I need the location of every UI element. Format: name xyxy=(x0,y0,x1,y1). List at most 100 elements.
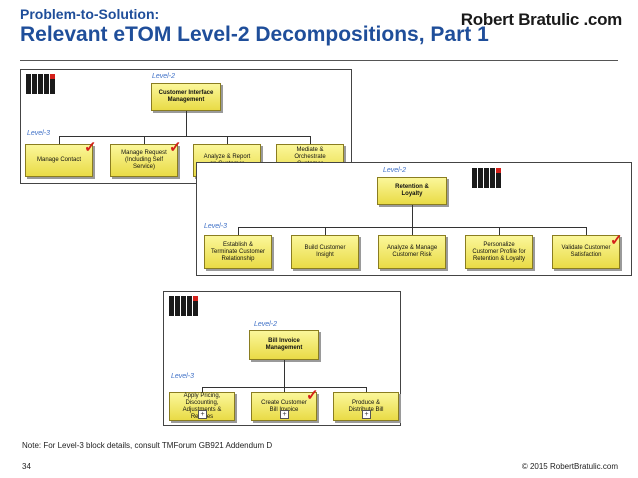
level-3-box: Create Customer Bill Invoice xyxy=(251,392,317,421)
etom-grid-icon xyxy=(26,74,58,96)
grid-cell xyxy=(175,311,180,316)
grid-cell xyxy=(496,183,501,188)
grid-cell xyxy=(26,74,31,79)
grid-cell xyxy=(32,84,37,89)
grid-cell xyxy=(484,178,489,183)
level-3-box: Manage Contact xyxy=(25,144,93,177)
grid-cell xyxy=(44,89,49,94)
level-3-box: Analyze & Manage Customer Risk xyxy=(378,235,446,269)
grid-cell xyxy=(44,84,49,89)
grid-cell xyxy=(490,168,495,173)
grid-cell xyxy=(26,89,31,94)
page-number: 34 xyxy=(22,462,31,471)
etom-grid-icon xyxy=(472,168,504,190)
level-2-box: Customer Interface Management xyxy=(151,83,221,111)
grid-cell xyxy=(193,306,198,311)
connector-line xyxy=(59,136,310,137)
grid-cell xyxy=(169,306,174,311)
level-3-box: Manage Request (Including Self Service) xyxy=(110,144,178,177)
level-2-box: Retention & Loyalty xyxy=(377,177,447,205)
expand-plus-icon[interactable]: + xyxy=(362,410,371,419)
checkmark-icon: ✓ xyxy=(610,232,623,249)
grid-cell xyxy=(193,301,198,306)
connector-line xyxy=(586,227,587,235)
grid-cell xyxy=(181,306,186,311)
grid-cell xyxy=(32,89,37,94)
grid-cell xyxy=(181,296,186,301)
grid-cell xyxy=(478,168,483,173)
level-2-label: Level-2 xyxy=(254,321,277,328)
connector-line xyxy=(144,136,145,144)
grid-cell xyxy=(38,79,43,84)
connector-line xyxy=(499,227,500,235)
diagram-panel-retention-loyalty: Level-2 Retention & Loyalty Level-3 Esta… xyxy=(196,162,632,276)
slide-subtitle: Problem-to-Solution: xyxy=(20,6,160,22)
level-2-label: Level-2 xyxy=(152,73,175,80)
grid-cell xyxy=(187,306,192,311)
grid-cell xyxy=(50,89,55,94)
grid-cell xyxy=(484,173,489,178)
checkmark-icon: ✓ xyxy=(84,139,97,156)
level-3-box: Produce & Distribute Bill xyxy=(333,392,399,421)
checkmark-icon: ✓ xyxy=(306,387,319,404)
grid-cell xyxy=(490,183,495,188)
grid-cell xyxy=(50,84,55,89)
grid-cell xyxy=(26,79,31,84)
level-3-box: Validate Customer Satisfaction xyxy=(552,235,620,269)
footer-note: Note: For Level-3 block details, consult… xyxy=(22,441,273,450)
grid-cell xyxy=(472,173,477,178)
grid-cell xyxy=(181,301,186,306)
expand-plus-icon[interactable]: + xyxy=(280,410,289,419)
connector-line xyxy=(325,227,326,235)
checkmark-icon: ✓ xyxy=(169,139,182,156)
grid-cell xyxy=(484,168,489,173)
grid-cell xyxy=(490,173,495,178)
level-2-box: Bill Invoice Management xyxy=(249,330,319,360)
grid-cell xyxy=(490,178,495,183)
grid-cell xyxy=(193,311,198,316)
level-3-label: Level-3 xyxy=(27,130,50,137)
grid-cell xyxy=(187,301,192,306)
header-divider xyxy=(20,60,618,61)
connector-line xyxy=(227,136,228,144)
grid-cell xyxy=(193,296,198,301)
grid-cell xyxy=(44,74,49,79)
grid-cell xyxy=(169,301,174,306)
grid-cell xyxy=(181,311,186,316)
grid-cell xyxy=(478,183,483,188)
grid-cell xyxy=(169,311,174,316)
grid-cell xyxy=(496,173,501,178)
grid-cell xyxy=(32,74,37,79)
grid-cell xyxy=(472,168,477,173)
level-3-box: Build Customer Insight xyxy=(291,235,359,269)
grid-cell xyxy=(169,296,174,301)
connector-line xyxy=(366,387,367,392)
diagram-panel-bill-invoice: Level-2 Bill Invoice Management Level-3 … xyxy=(163,291,401,426)
grid-cell xyxy=(496,178,501,183)
grid-cell xyxy=(175,306,180,311)
etom-grid-icon xyxy=(169,296,201,318)
grid-cell xyxy=(50,74,55,79)
grid-cell xyxy=(187,311,192,316)
connector-line xyxy=(310,136,311,144)
grid-cell xyxy=(472,178,477,183)
connector-line xyxy=(412,205,413,227)
level-3-box: Personalize Customer Profile for Retenti… xyxy=(465,235,533,269)
expand-plus-icon[interactable]: + xyxy=(198,410,207,419)
grid-cell xyxy=(472,183,477,188)
connector-line xyxy=(59,136,60,144)
grid-cell xyxy=(50,79,55,84)
brand-logo: Robert Bratulic .com xyxy=(460,10,623,29)
grid-cell xyxy=(484,183,489,188)
level-2-label: Level-2 xyxy=(383,167,406,174)
grid-cell xyxy=(32,79,37,84)
grid-cell xyxy=(38,74,43,79)
level-3-box: Establish & Terminate Customer Relations… xyxy=(204,235,272,269)
connector-line xyxy=(284,387,285,392)
copyright: © 2015 RobertBratulic.com xyxy=(521,462,618,471)
grid-cell xyxy=(175,301,180,306)
connector-line xyxy=(284,360,285,387)
grid-cell xyxy=(38,89,43,94)
connector-line xyxy=(238,227,239,235)
connector-line xyxy=(202,387,203,392)
